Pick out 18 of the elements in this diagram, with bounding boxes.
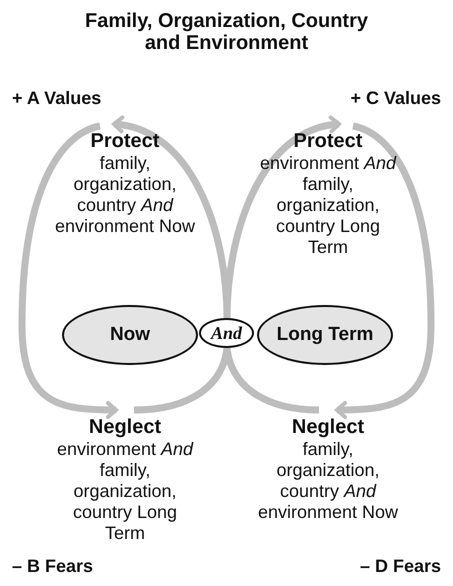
corner-label: – D Fears <box>360 556 441 576</box>
time-ellipse: Long Term <box>257 305 393 365</box>
time-ellipse: Now <box>62 305 198 365</box>
heading-text: Neglect <box>88 416 162 439</box>
heading-text: Neglect <box>290 416 366 439</box>
corner-label: + A Values <box>12 88 102 108</box>
loop-arrow <box>335 122 434 419</box>
description-text: family, organization, country And environment Now <box>54 153 196 237</box>
connector-ellipse: And <box>199 318 254 348</box>
description-text: environment And family, organization, country Long Term <box>258 153 398 258</box>
heading-text: Protect <box>292 130 364 153</box>
loop-arrow <box>18 122 118 419</box>
description-text: environment And family, organization, country Long Term <box>56 439 194 544</box>
description-text: family, organization, country And environment Now <box>256 439 400 523</box>
corner-label: – B Fears <box>12 556 94 576</box>
title: Family, Organization, Country and Environment <box>84 10 369 54</box>
corner-label: + C Values <box>350 88 441 108</box>
heading-text: Protect <box>90 130 160 153</box>
